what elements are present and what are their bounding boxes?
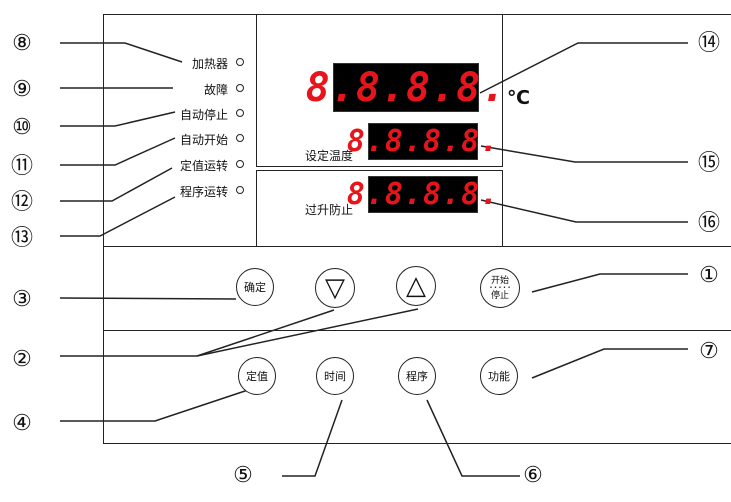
function-button[interactable]: 功能 bbox=[480, 357, 518, 395]
down-button[interactable]: ▽ bbox=[315, 268, 355, 308]
indicator-auto-stop-led bbox=[236, 109, 244, 117]
callout-13: ⑬ bbox=[10, 226, 33, 251]
indicator-auto-stop-label: 自动停止 bbox=[179, 108, 228, 122]
display-frame-top bbox=[256, 14, 503, 167]
indicator-auto-start-led bbox=[236, 134, 244, 142]
leader-line-14 bbox=[479, 42, 688, 94]
leader-line-16 bbox=[480, 199, 688, 223]
leader-line-13 bbox=[60, 196, 176, 237]
leader-line-8 bbox=[60, 42, 183, 63]
leader-line-6 bbox=[426, 399, 520, 477]
leader-line-7 bbox=[531, 348, 688, 379]
indicator-auto-start-label: 自动开始 bbox=[179, 133, 228, 147]
callout-7: ⑦ bbox=[699, 339, 719, 364]
confirm-button[interactable]: 确定 bbox=[236, 268, 274, 306]
front-panel bbox=[103, 14, 731, 444]
leader-line-15 bbox=[480, 145, 688, 163]
callout-15: ⑮ bbox=[697, 151, 720, 176]
program-button[interactable]: 程序 bbox=[398, 357, 436, 395]
overheat-digits: 8.8.8.8. bbox=[346, 177, 500, 212]
panel-divider-2 bbox=[103, 330, 731, 331]
leader-line-4 bbox=[60, 389, 249, 422]
overheat-label: 过升防止 bbox=[305, 203, 354, 217]
panel-divider-1 bbox=[103, 246, 731, 247]
callout-1: ① bbox=[699, 263, 719, 288]
overheat-display: 8.8.8.8. bbox=[347, 176, 498, 213]
callout-11: ⑪ bbox=[10, 154, 33, 179]
set-temp-display: 8.8.8.8. bbox=[347, 123, 498, 160]
start-stop-button[interactable]: 开始 • • • • • 停止 bbox=[480, 268, 520, 308]
start-stop-dots: • • • • • bbox=[489, 284, 511, 291]
indicator-fixed-run-label: 定值运转 bbox=[179, 159, 228, 173]
display-frame-bottom bbox=[256, 170, 503, 247]
indicator-program-run-label: 程序运转 bbox=[179, 185, 228, 199]
leader-line-1 bbox=[531, 273, 688, 293]
leader-line-3 bbox=[59, 297, 237, 300]
unit-celsius: ℃ bbox=[507, 87, 531, 109]
up-arrow-icon: △ bbox=[406, 271, 426, 301]
indicator-heater-label: 加热器 bbox=[191, 57, 228, 71]
up-button[interactable]: △ bbox=[396, 266, 436, 306]
indicator-program-run-led bbox=[236, 186, 244, 194]
setvalue-button[interactable]: 定值 bbox=[238, 357, 276, 395]
indicator-fault-label: 故障 bbox=[203, 83, 228, 97]
callout-9: ⑨ bbox=[12, 77, 32, 102]
callout-8: ⑧ bbox=[12, 31, 32, 56]
callout-3: ③ bbox=[12, 287, 32, 312]
callout-2: ② bbox=[12, 347, 32, 372]
main-temperature-display: 8.8.8.8. bbox=[306, 63, 505, 112]
leader-line-10 bbox=[60, 111, 176, 127]
callout-16: ⑯ bbox=[697, 211, 720, 236]
main-display-digits: 8.8.8.8. bbox=[305, 64, 507, 111]
leader-line-11 bbox=[60, 137, 176, 166]
callout-10: ⑩ bbox=[12, 115, 32, 140]
down-arrow-icon: ▽ bbox=[325, 273, 345, 303]
leader-line-5 bbox=[282, 399, 343, 477]
callout-6: ⑥ bbox=[523, 463, 543, 488]
callout-12: ⑫ bbox=[10, 190, 33, 215]
indicator-fixed-run-led bbox=[236, 160, 244, 168]
start-stop-bottom-label: 停止 bbox=[490, 290, 509, 301]
leader-line-12 bbox=[60, 167, 173, 202]
set-temp-digits: 8.8.8.8. bbox=[346, 124, 500, 159]
time-button[interactable]: 时间 bbox=[316, 357, 354, 395]
set-temp-label: 设定温度 bbox=[305, 149, 354, 163]
indicator-fault-led bbox=[236, 84, 244, 92]
callout-5: ⑤ bbox=[233, 463, 253, 488]
leader-line-2b bbox=[196, 308, 419, 357]
start-stop-top-label: 开始 bbox=[490, 275, 509, 286]
indicator-heater-led bbox=[236, 58, 244, 66]
callout-4: ④ bbox=[12, 411, 32, 436]
callout-14: ⑭ bbox=[697, 31, 720, 56]
